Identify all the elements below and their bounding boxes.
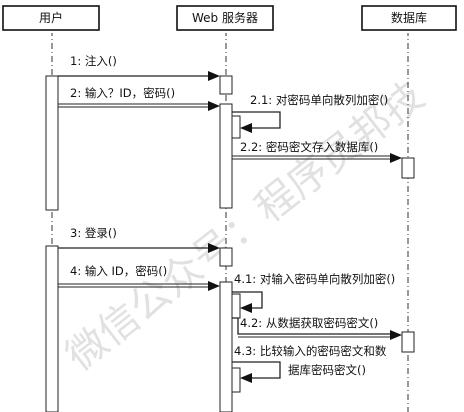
message-3: 3: 登录() <box>58 226 220 253</box>
message-4-3: 4.3: 比较输入的密码密文和数 据库密码密文() <box>232 344 387 383</box>
message-4-3-label-line-1: 4.3: 比较输入的密码密文和数 <box>234 344 387 358</box>
message-4: 4: 输入 ID，密码() <box>58 264 220 291</box>
actor-database: 数据库 <box>361 5 459 33</box>
actor-database-label: 数据库 <box>391 10 427 25</box>
message-4-label: 4: 输入 ID，密码() <box>70 264 167 278</box>
activation-db-1 <box>401 157 415 179</box>
message-2-2: 2.2: 密码密文存入数据库() <box>232 140 402 163</box>
message-4-1: 4.1: 对输入密码单向散列加密() <box>232 272 395 313</box>
actor-web-server-label: Web 服务器 <box>192 10 258 25</box>
message-2-1-label: 2.1: 对密码单向散列加密() <box>250 93 388 107</box>
actor-web-server: Web 服务器 <box>176 5 276 33</box>
message-2-label: 2: 输入？ID，密码() <box>70 86 175 100</box>
message-4-1-label: 4.1: 对输入密码单向散列加密() <box>234 272 395 286</box>
activation-web-self-2 <box>231 293 241 319</box>
activation-web-1 <box>219 75 233 95</box>
activation-web-self-1 <box>231 115 241 139</box>
message-1-label: 1: 注入() <box>70 54 117 68</box>
message-3-label: 3: 登录() <box>70 226 117 240</box>
message-4-3-label-line-2: 据库密码密文() <box>288 363 366 377</box>
activation-web-2 <box>219 103 233 209</box>
message-4-2: 4.2: 从数据获取密码密文() <box>232 316 402 340</box>
message-2: 2: 输入？ID，密码() <box>58 86 220 111</box>
actor-user-label: 用户 <box>39 10 63 25</box>
message-1: 1: 注入() <box>58 54 220 81</box>
activation-web-3 <box>219 247 233 267</box>
actor-user: 用户 <box>2 5 102 33</box>
activation-user-1 <box>45 75 59 211</box>
activation-db-2 <box>401 331 415 353</box>
message-4-2-label: 4.2: 从数据获取密码密文() <box>240 316 378 330</box>
message-2-1: 2.1: 对密码单向散列加密() <box>232 93 388 133</box>
activation-user-2 <box>45 245 59 412</box>
activation-web-self-3 <box>231 367 241 393</box>
message-2-2-label: 2.2: 密码密文存入数据库() <box>240 140 378 154</box>
activation-web-4 <box>219 281 233 412</box>
